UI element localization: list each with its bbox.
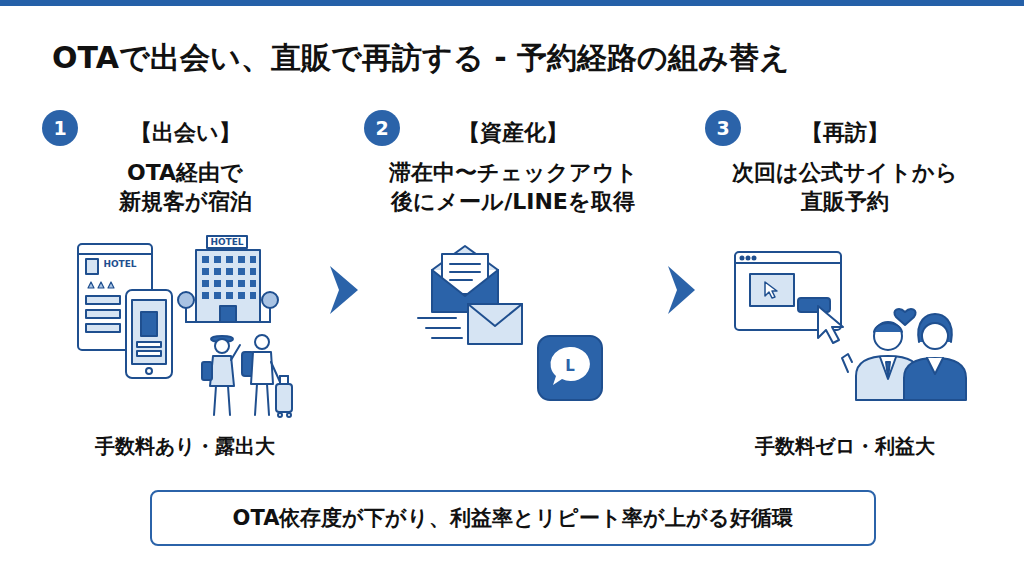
direct-booking-illustration	[735, 262, 841, 264]
hotel-sign: HOTEL	[98, 258, 142, 270]
step-number-circle: 3	[705, 110, 741, 146]
ota-illustration	[251, 352, 273, 384]
contact-illustration	[450, 271, 480, 273]
contact-illustration	[468, 304, 522, 326]
ota-illustration	[269, 308, 271, 322]
ota-illustration	[278, 413, 282, 417]
hotel-sign: HOTEL	[205, 236, 249, 248]
step-number: 3	[716, 118, 729, 138]
direct-booking-illustration	[741, 257, 744, 260]
step-body: 次回は公式サイトから 直販予約	[715, 158, 975, 216]
direct-booking-illustration	[874, 323, 902, 332]
step-body: OTA経由で 新規客が宿泊	[85, 158, 285, 216]
contact-illustration	[432, 337, 462, 339]
direct-booking-illustration	[765, 282, 777, 298]
direct-booking-illustration	[880, 357, 896, 379]
ota-illustration	[287, 413, 291, 417]
ota-illustration	[214, 386, 216, 415]
ota-illustration	[220, 306, 236, 322]
ota-illustration	[178, 292, 194, 308]
step-column: 【資産化】滞在中〜チェックアウト 後にメール/LINEを取得 2	[358, 110, 668, 470]
app-icon-letter: L	[560, 357, 580, 375]
step-column: 【再訪】次回は公式サイトから 直販予約手数料ゼロ・利益大3	[695, 110, 995, 470]
step-number: 2	[375, 118, 388, 138]
result-text: OTA依存度が下がり、利益率とリピート率が上がる好循環	[233, 504, 794, 532]
ota-illustration	[185, 308, 187, 322]
ota-illustration	[279, 376, 281, 384]
ota-illustration	[146, 368, 152, 374]
direct-booking-illustration	[750, 274, 794, 306]
ota-illustration	[78, 236, 292, 417]
contact-illustration	[468, 304, 522, 344]
direct-booking-illustration	[886, 362, 890, 378]
ota-illustration	[86, 296, 120, 304]
ota-illustration	[228, 386, 230, 415]
flow-chevron	[330, 266, 358, 314]
direct-booking-illustration	[735, 252, 966, 400]
direct-booking-illustration	[874, 322, 902, 350]
step-number: 1	[53, 118, 66, 138]
ota-illustration	[126, 290, 172, 378]
ota-illustration	[271, 362, 280, 382]
direct-booking-illustration	[922, 323, 948, 349]
direct-booking-illustration	[753, 257, 756, 260]
ota-illustration	[202, 362, 212, 380]
step-caption: 手数料ゼロ・利益大	[695, 432, 995, 461]
ota-illustration	[86, 324, 120, 332]
ota-illustration	[267, 384, 269, 415]
ota-illustration	[231, 345, 240, 360]
direct-booking-illustration	[927, 358, 943, 374]
ota-illustration	[86, 259, 98, 274]
contact-illustration	[450, 263, 480, 265]
contact-illustration	[538, 336, 602, 400]
ota-illustration	[262, 292, 278, 308]
direct-booking-illustration	[818, 306, 843, 343]
ota-illustration	[137, 342, 161, 347]
ota-illustration	[141, 312, 157, 336]
ota-illustration	[196, 250, 260, 322]
direct-booking-illustration	[904, 358, 966, 400]
ota-illustration	[86, 310, 120, 318]
ota-illustration	[287, 376, 289, 384]
direct-booking-illustration	[894, 309, 915, 325]
result-box: OTA依存度が下がり、利益率とリピート率が上がる好循環	[150, 490, 876, 546]
step-body: 滞在中〜チェックアウト 後にメール/LINEを取得	[368, 158, 658, 216]
step-heading: 【資産化】	[358, 118, 668, 147]
ota-illustration	[215, 339, 229, 353]
top-bar	[0, 0, 1024, 6]
ota-illustration	[186, 321, 270, 323]
ota-illustration	[132, 300, 166, 364]
step-heading: 【出会い】	[40, 118, 330, 147]
contact-illustration	[550, 347, 589, 385]
ota-illustration	[255, 384, 257, 415]
ota-illustration	[280, 375, 288, 377]
direct-booking-illustration	[798, 298, 830, 312]
step-number-circle: 1	[42, 110, 78, 146]
ota-illustration	[88, 282, 114, 288]
step-number-circle: 2	[364, 110, 400, 146]
contact-illustration	[418, 246, 602, 400]
contact-illustration	[418, 317, 456, 319]
contact-illustration	[450, 279, 472, 281]
ota-illustration	[255, 335, 269, 349]
ota-illustration	[78, 253, 152, 255]
ota-illustration	[200, 254, 256, 302]
ota-illustration	[137, 351, 161, 356]
flow-chevron	[668, 266, 695, 314]
step-column: 【出会い】 OTA経由で 新規客が宿泊手数料あり・露出大 1	[40, 110, 330, 470]
direct-booking-illustration	[747, 257, 750, 260]
diagram-title: OTAで出会い、直販で再訪する - 予約経路の組み替え	[52, 38, 790, 78]
direct-booking-illustration	[842, 354, 852, 372]
ota-illustration	[276, 384, 292, 412]
contact-illustration	[426, 327, 460, 329]
step-caption: 手数料あり・露出大	[40, 432, 330, 461]
